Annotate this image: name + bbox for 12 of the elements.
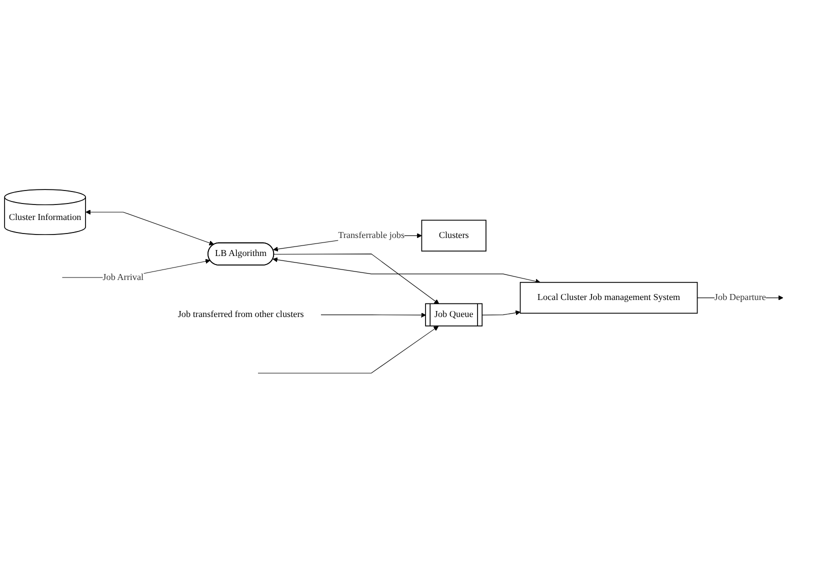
- edge-label: Transferrable jobs: [338, 230, 405, 240]
- edge-label: Job Arrival: [102, 272, 144, 282]
- arrow: [272, 257, 540, 284]
- arrow: [320, 312, 426, 318]
- arrow: [86, 209, 214, 246]
- node-box: Local Cluster Job management System: [520, 282, 698, 314]
- arrow: [258, 326, 439, 374]
- node-text: Job transferred from other clusters: [178, 310, 304, 320]
- edge-label: Job Departure: [714, 292, 766, 302]
- arrow: [274, 254, 440, 304]
- node-box: Clusters: [421, 220, 486, 252]
- arrow: [482, 310, 520, 316]
